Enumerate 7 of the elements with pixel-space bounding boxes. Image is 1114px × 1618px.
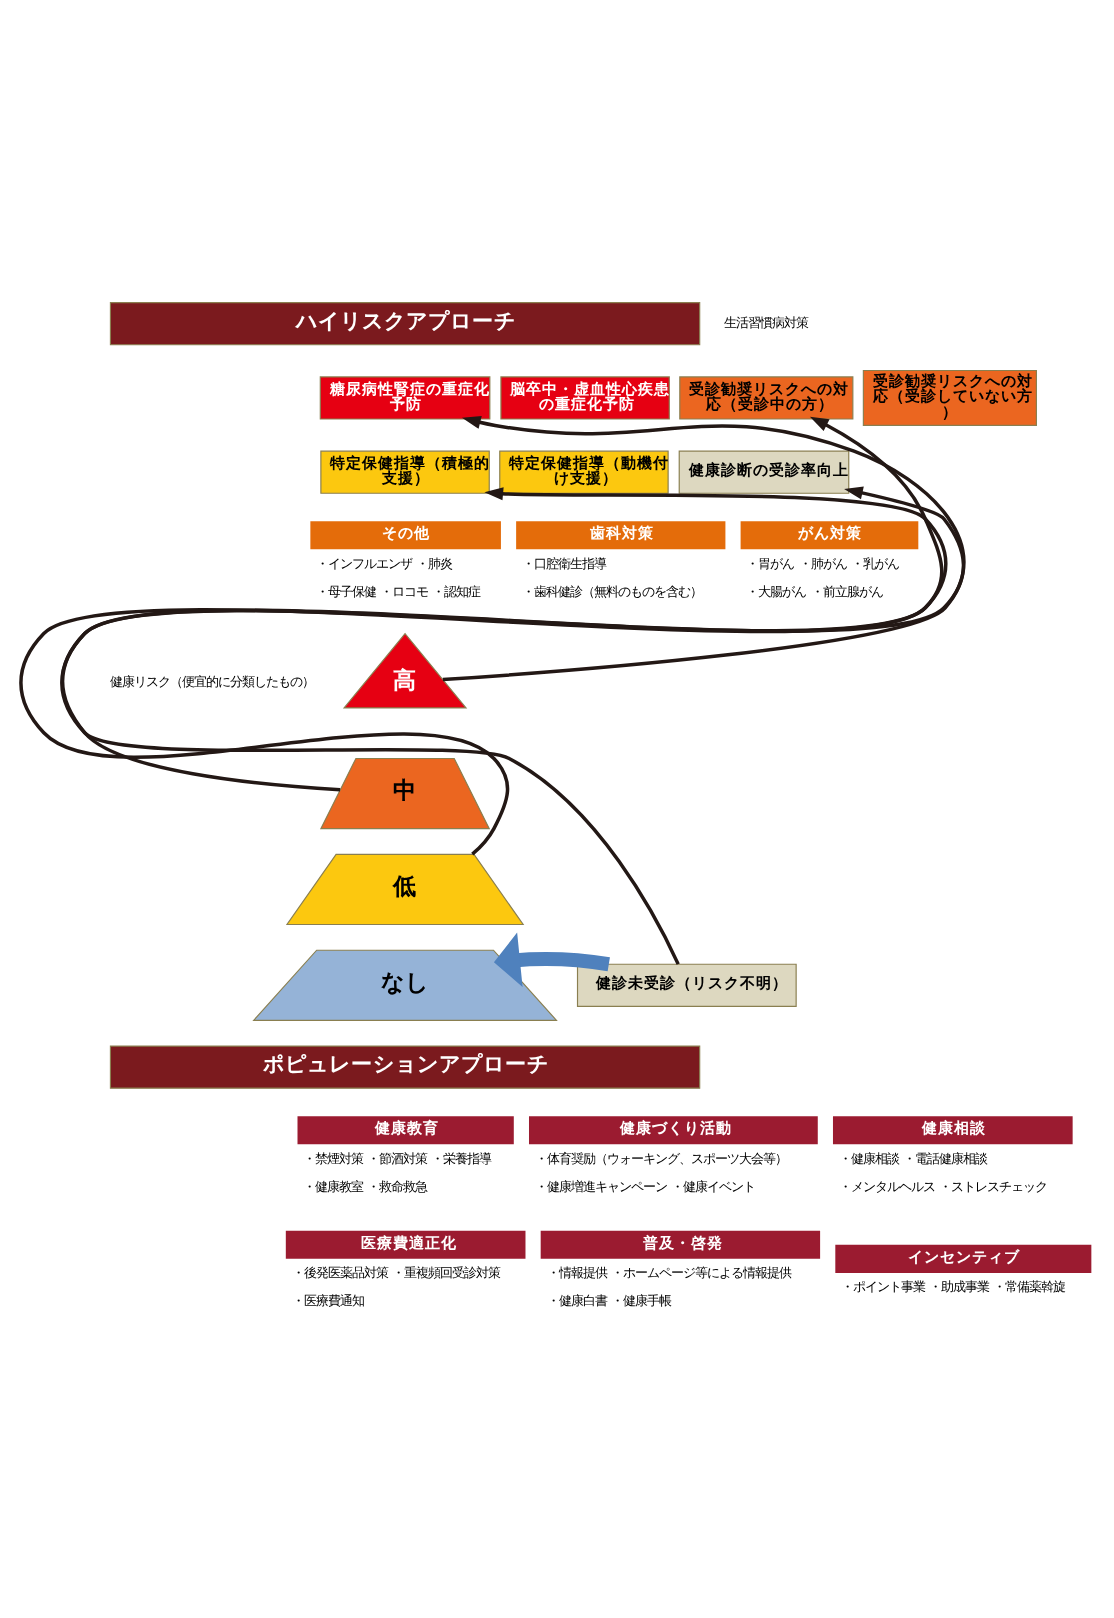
arrow	[60, 415, 944, 791]
node-box: ポピュレーションアプローチ	[109, 1044, 701, 1088]
arrow	[60, 485, 966, 964]
arrow	[493, 931, 610, 986]
node-box: ハイリスクアプローチ	[109, 301, 701, 345]
arrow	[20, 486, 947, 855]
arrow	[442, 415, 966, 681]
